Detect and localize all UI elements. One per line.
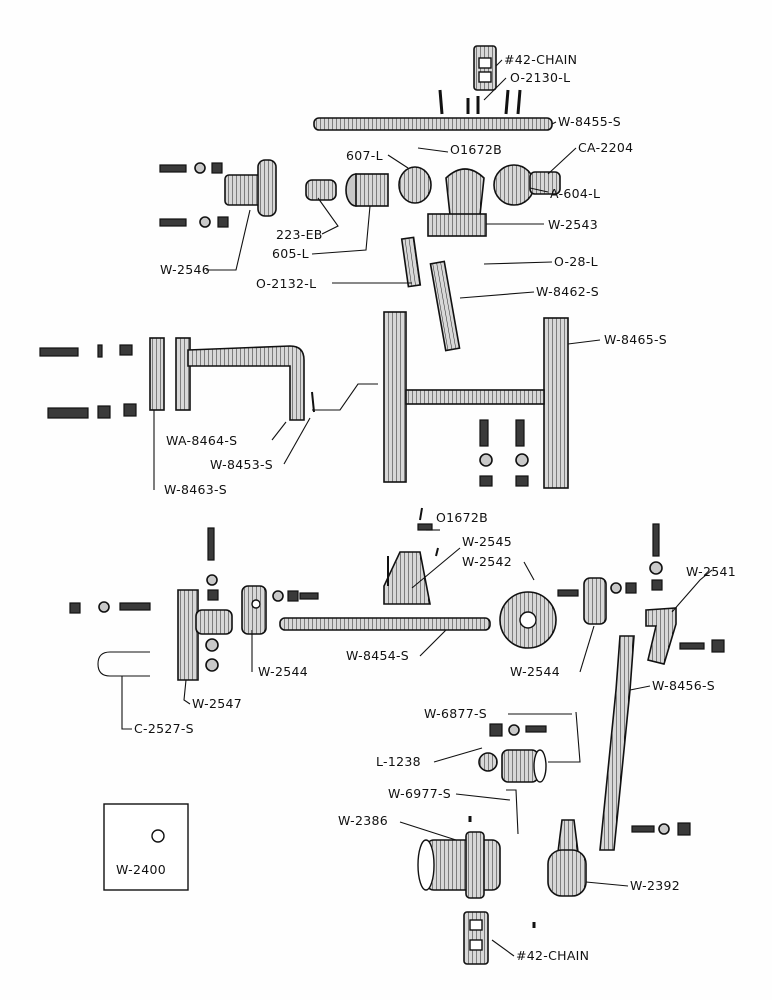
bottom-chain-link [463,911,489,965]
collar-605l [345,173,389,207]
label-w8463s: W-8463-S [164,482,227,497]
ubolt-c2527s [97,651,150,677]
label-w8456s: W-8456-S [652,678,715,693]
label-w2541: W-2541 [686,564,736,579]
label-o1672b-mid: O1672B [436,510,488,525]
spring-223eb [305,179,337,201]
plate-w2400 [103,803,189,891]
sprocket-w2542 [499,591,557,649]
bracket-w2546 [224,159,277,217]
label-w8454s: W-8454-S [346,648,409,663]
nuts-w2547 [205,589,219,672]
bolts-left-top [159,162,229,228]
bolts-w2541 [679,639,725,653]
label-wa8464s: WA-8464-S [166,433,237,448]
hub-w2386 [417,831,501,899]
shaft-w8454s [279,617,491,631]
nuts-right-upper [610,523,663,594]
label-w6877s: W-6877-S [424,706,487,721]
label-w8453s: W-8453-S [210,457,273,472]
link-w8462s [429,260,461,352]
label-w2545: W-2545 [462,534,512,549]
label-w8465s: W-8465-S [604,332,667,347]
small-pins-lower [417,507,536,928]
bolts-frame-bottom [479,419,529,487]
bracket-wa8464s [149,337,305,421]
bolts-w2392 [631,822,691,836]
bearing-w2544-left [241,585,267,635]
link-o2132l [400,236,422,288]
label-607l: 607-L [346,148,383,163]
bracket-w2547 [177,589,233,681]
crank-w8453s [311,383,378,413]
bearing-w2543 [427,168,487,237]
label-223eb: 223-EB [276,227,323,242]
bearing-w2544-right [583,577,607,625]
leader-lines [121,59,713,957]
nuts-w2542 [557,589,579,597]
label-o1672b-top: O1672B [450,142,502,157]
label-chain-bottom: #42-CHAIN [516,948,589,963]
bolts-far-left [69,601,151,614]
label-chain-top: #42-CHAIN [504,52,577,67]
label-w2544-right: W-2544 [510,664,560,679]
shaft-w8455s [313,117,553,131]
bolt-vertical-left [206,527,218,586]
pins-top [438,89,522,115]
top-chain-link [473,45,497,91]
label-o28l: O-28-L [554,254,598,269]
label-w8455s: W-8455-S [558,114,621,129]
sprocket-a604l [493,164,535,206]
lever-w2545 [383,551,431,605]
label-w2392: W-2392 [630,878,680,893]
label-w2542: W-2542 [462,554,512,569]
label-ca2204: CA-2204 [578,140,633,155]
label-c2527s: C-2527-S [134,721,194,736]
hub-607l [398,166,432,204]
label-l1238: L-1238 [376,754,421,769]
bracket-w2541 [645,607,677,665]
bolt-w6977s [506,789,519,835]
label-w2546: W-2546 [160,262,210,277]
label-o2132l: O-2132-L [256,276,316,291]
label-w2543: W-2543 [548,217,598,232]
label-w8462s: W-8462-S [536,284,599,299]
label-605l: 605-L [272,246,309,261]
link-w8456s [599,635,635,851]
collar-w2392 [547,819,587,897]
bolts-w2544-left [272,590,319,602]
coupling-ca2204 [529,171,561,195]
label-w6977s: W-6977-S [388,786,451,801]
bolts-l1238 [489,723,547,737]
label-w2544-left: W-2544 [258,664,308,679]
frame-w8465s [383,311,569,489]
label-w2547: W-2547 [192,696,242,711]
bolts-left-mid [39,344,137,419]
label-a604l: A-604-L [550,186,600,201]
label-o2130l: O-2130-L [510,70,570,85]
label-w2386: W-2386 [338,813,388,828]
label-w2400: W-2400 [116,862,166,877]
crank-w6877s [548,711,581,763]
spool-l1238 [478,749,547,783]
